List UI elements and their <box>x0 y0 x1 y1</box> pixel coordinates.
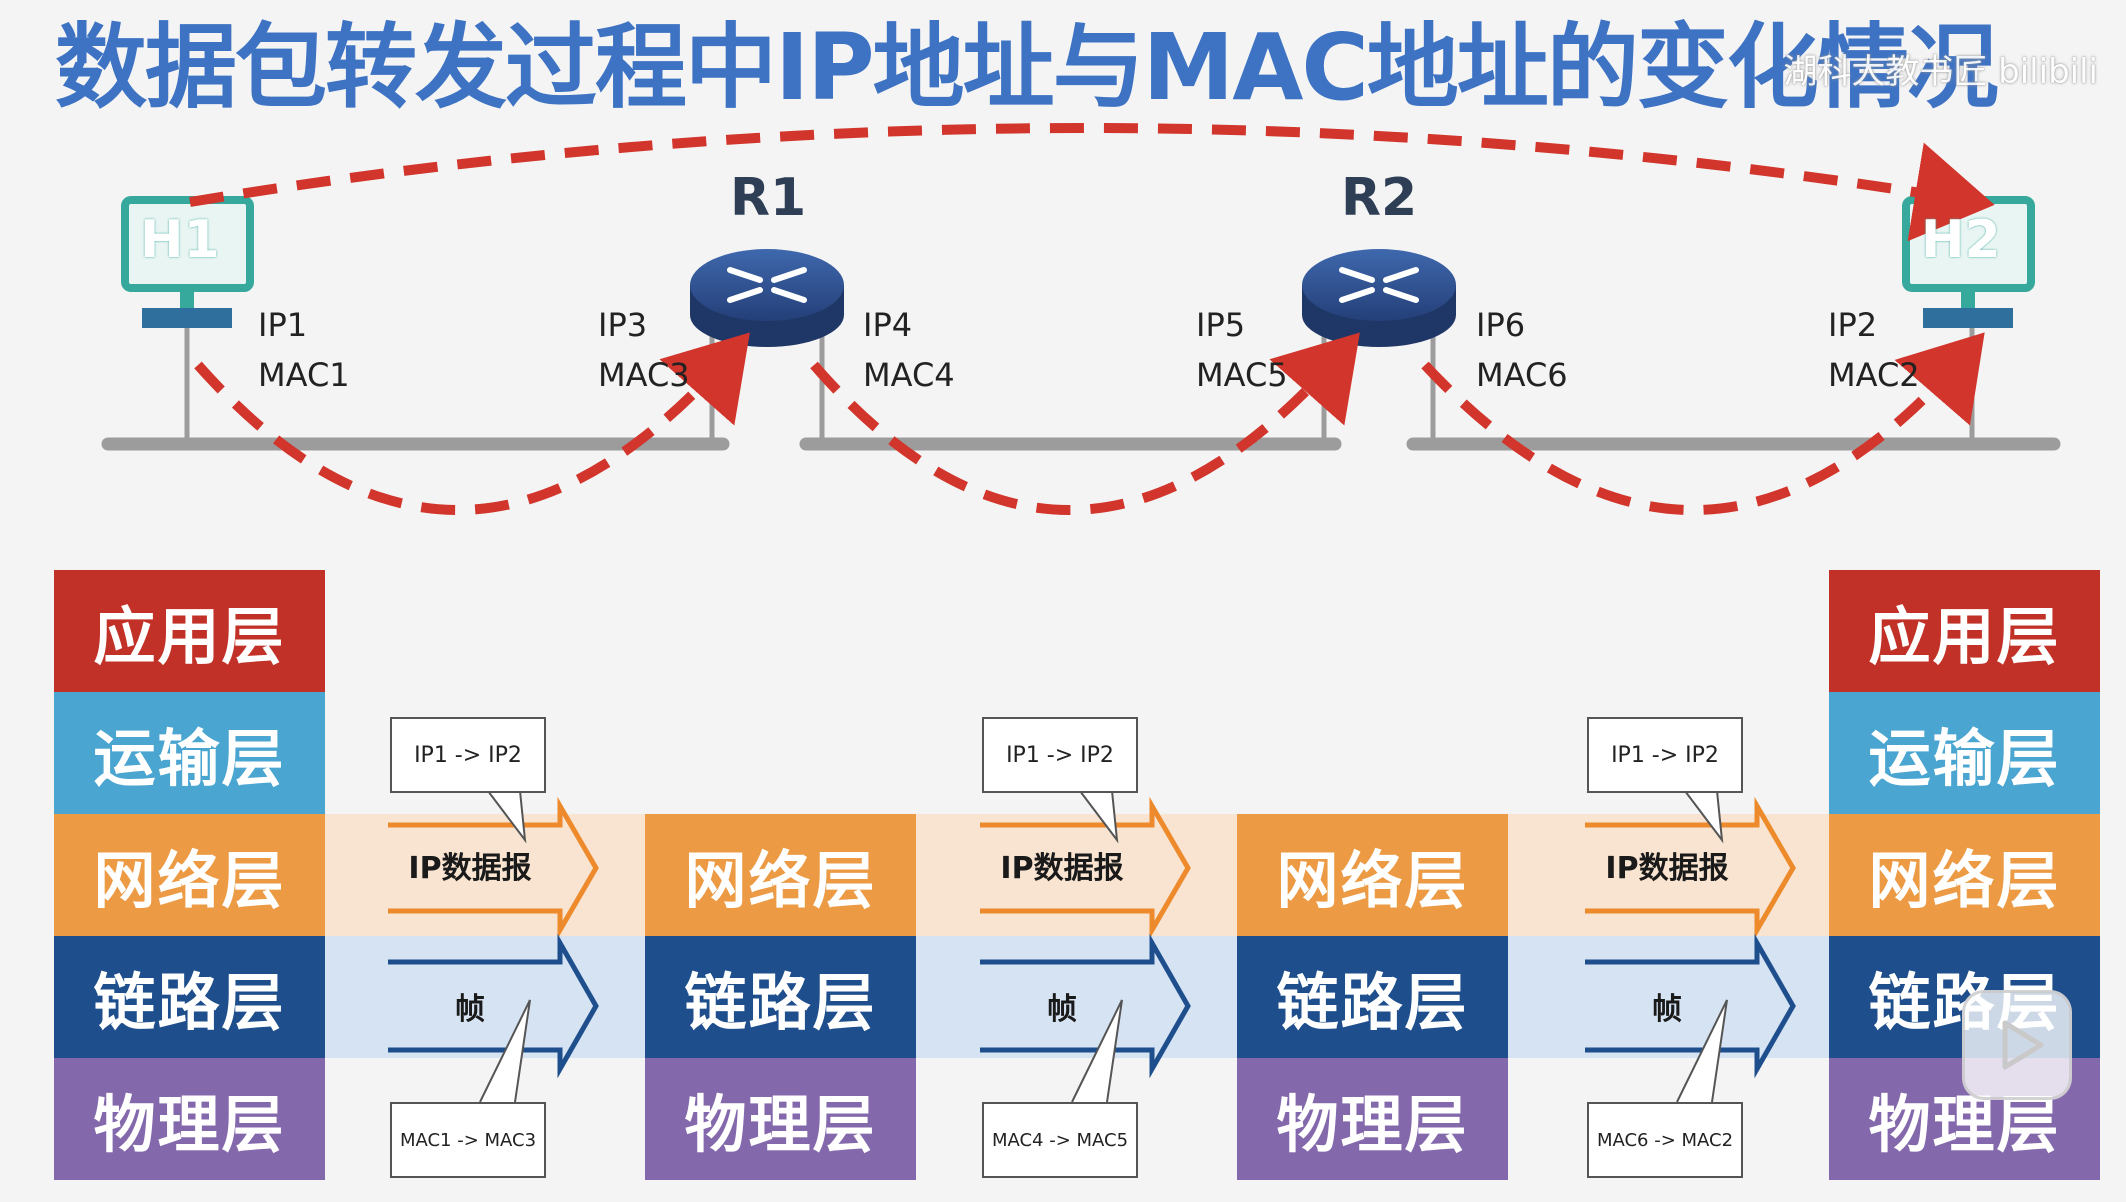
r1-protocol-stack: 网络层 链路层 物理层 <box>645 814 916 1180</box>
mac-callout-pointer-1 <box>479 999 531 1103</box>
frame-label-3: 帧 <box>1652 992 1682 1027</box>
layer-transport: 运输层 <box>54 692 325 814</box>
layer-physical: 物理层 <box>1237 1058 1508 1180</box>
h1-protocol-stack: 应用层 运输层 网络层 链路层 物理层 <box>54 570 325 1180</box>
r2-protocol-stack: 网络层 链路层 物理层 <box>1237 814 1508 1180</box>
end-to-end-path <box>189 123 1995 242</box>
frame-label-1: 帧 <box>455 992 485 1027</box>
layer-application: 应用层 <box>1829 570 2100 692</box>
host-h1-icon <box>121 196 254 328</box>
ip-datagram-label-1: IP数据报 <box>408 851 532 886</box>
ip-callout-pointer-2 <box>1079 790 1119 844</box>
layer-network: 网络层 <box>645 814 916 936</box>
page-title: 数据包转发过程中IP地址与MAC地址的变化情况 <box>55 14 1999 121</box>
layer-network: 网络层 <box>1237 814 1508 936</box>
node-label-r1: R1 <box>730 168 807 228</box>
mac-callout-pointer-3 <box>1676 999 1728 1103</box>
layer-link: 链路层 <box>645 936 916 1058</box>
ip-datagram-label-2: IP数据报 <box>1000 851 1124 886</box>
router-r1-icon <box>690 249 844 347</box>
ip-datagram-arrow-1 <box>388 796 599 940</box>
network-topology <box>101 123 2061 515</box>
layer-link: 链路层 <box>1237 936 1508 1058</box>
router-r2-icon <box>1302 249 1456 347</box>
node-label-r2: R2 <box>1341 168 1418 228</box>
frame-arrow-3 <box>1585 933 1796 1079</box>
node-label-h1: H1 <box>140 210 220 270</box>
frame-arrow-2 <box>980 933 1191 1079</box>
ip-callout-pointer-3 <box>1684 790 1724 844</box>
play-button[interactable] <box>1962 990 2072 1100</box>
frame-label-2: 帧 <box>1047 992 1077 1027</box>
ip-datagram-label-3: IP数据报 <box>1605 851 1729 886</box>
mac-header-callout-1: MAC1 -> MAC3 <box>390 1102 546 1178</box>
ip-datagram-arrow-3 <box>1585 796 1796 940</box>
ip-header-callout-3: IP1 -> IP2 <box>1587 717 1743 793</box>
watermark: 湖科大教书匠 bilibili <box>1783 52 2098 92</box>
layer-application: 应用层 <box>54 570 325 692</box>
hop-path-2 <box>810 332 1360 515</box>
mac-header-callout-3: MAC6 -> MAC2 <box>1587 1102 1743 1178</box>
ip-header-callout-1: IP1 -> IP2 <box>390 717 546 793</box>
layer-physical: 物理层 <box>645 1058 916 1180</box>
node-label-h2: H2 <box>1921 210 2001 270</box>
ip-datagram-arrow-2 <box>980 796 1191 940</box>
mac-header-callout-2: MAC4 -> MAC5 <box>982 1102 1138 1178</box>
layer-network: 网络层 <box>1829 814 2100 936</box>
frame-arrow-1 <box>388 933 599 1079</box>
ip-header-callout-2: IP1 -> IP2 <box>982 717 1138 793</box>
ip-callout-pointer-1 <box>487 790 527 844</box>
mac-callout-pointer-2 <box>1071 999 1123 1103</box>
layer-transport: 运输层 <box>1829 692 2100 814</box>
layer-network: 网络层 <box>54 814 325 936</box>
layer-physical: 物理层 <box>54 1058 325 1180</box>
play-icon <box>2002 1020 2044 1070</box>
layer-link: 链路层 <box>54 936 325 1058</box>
